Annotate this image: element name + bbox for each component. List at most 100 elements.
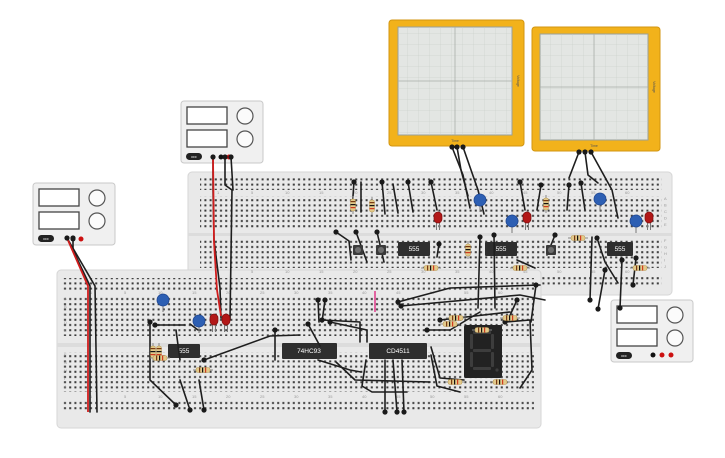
- wire-black[interactable]: [401, 359, 405, 413]
- wire-endpoint[interactable]: [538, 182, 544, 188]
- wire-endpoint[interactable]: [405, 179, 411, 185]
- wire-black[interactable]: [519, 181, 526, 211]
- resistor-band[interactable]: [205, 367, 207, 373]
- wire-endpoint[interactable]: [517, 179, 523, 185]
- wire-black[interactable]: [335, 231, 352, 261]
- capacitor[interactable]: [593, 192, 607, 211]
- led[interactable]: [209, 313, 219, 332]
- wire-endpoint[interactable]: [228, 154, 234, 160]
- wire-endpoint[interactable]: [491, 232, 497, 238]
- wire-endpoint[interactable]: [374, 229, 380, 235]
- resistor-band[interactable]: [451, 379, 453, 385]
- resistor-band[interactable]: [642, 265, 644, 271]
- push-button-cap[interactable]: [355, 247, 361, 253]
- wire-black[interactable]: [493, 234, 496, 309]
- wire-black[interactable]: [430, 354, 461, 393]
- wire-endpoint[interactable]: [152, 322, 158, 328]
- wire-endpoint[interactable]: [477, 234, 483, 240]
- wire-endpoint[interactable]: [173, 402, 179, 408]
- resistor-band[interactable]: [465, 249, 471, 251]
- resistor-band[interactable]: [543, 200, 549, 202]
- wire-black[interactable]: [566, 184, 570, 211]
- resistor-band[interactable]: [199, 367, 201, 373]
- wire-endpoint[interactable]: [436, 241, 442, 247]
- resistor-band[interactable]: [509, 315, 511, 321]
- wire-black[interactable]: [72, 237, 91, 413]
- resistor-band[interactable]: [506, 315, 508, 321]
- wire-endpoint[interactable]: [454, 144, 460, 150]
- wire-black[interactable]: [430, 181, 438, 211]
- wires[interactable]: [64, 144, 639, 415]
- wire-black[interactable]: [536, 184, 542, 211]
- resistor-band[interactable]: [150, 351, 156, 353]
- resistor-band[interactable]: [156, 354, 162, 356]
- wire-black[interactable]: [224, 156, 233, 321]
- resistor[interactable]: [193, 367, 213, 373]
- resistor[interactable]: [568, 235, 588, 241]
- wire-endpoint[interactable]: [379, 179, 385, 185]
- resistor-band[interactable]: [543, 206, 549, 208]
- resistor-band[interactable]: [369, 208, 375, 210]
- led-body[interactable]: [209, 313, 219, 326]
- wire-black[interactable]: [317, 299, 320, 323]
- oscilloscope-2[interactable]: Time Voltage: [531, 26, 661, 152]
- wire-black[interactable]: [632, 257, 637, 286]
- wire-endpoint[interactable]: [449, 144, 455, 150]
- wire-endpoint[interactable]: [595, 306, 601, 312]
- wire-endpoint[interactable]: [395, 299, 401, 305]
- led[interactable]: [522, 211, 532, 230]
- resistor-band[interactable]: [156, 355, 158, 361]
- wire-endpoint[interactable]: [602, 267, 608, 273]
- wire-black[interactable]: [619, 259, 623, 309]
- wire-endpoint[interactable]: [333, 229, 339, 235]
- resistor-band[interactable]: [519, 265, 521, 271]
- resistor-band[interactable]: [202, 367, 204, 373]
- wire-black[interactable]: [477, 236, 481, 309]
- wire-black[interactable]: [407, 181, 414, 213]
- resistor-band[interactable]: [162, 355, 164, 361]
- wire-endpoint[interactable]: [322, 297, 328, 303]
- resistor-band[interactable]: [454, 379, 456, 385]
- wire-black[interactable]: [397, 284, 541, 303]
- wire-endpoint[interactable]: [576, 149, 582, 155]
- resistor-band[interactable]: [465, 246, 471, 248]
- wire-endpoint[interactable]: [428, 179, 434, 185]
- resistor-band[interactable]: [350, 201, 356, 203]
- power-switch[interactable]: [38, 235, 54, 242]
- wire-endpoint[interactable]: [64, 235, 70, 241]
- seven-segment-display[interactable]: 8: [464, 325, 502, 378]
- resistor-band[interactable]: [369, 205, 375, 207]
- wire-black[interactable]: [175, 329, 181, 361]
- resistor-band[interactable]: [543, 203, 549, 205]
- capacitor-body[interactable]: [593, 192, 607, 206]
- resistor-band[interactable]: [433, 265, 435, 271]
- wire-endpoint[interactable]: [587, 297, 593, 303]
- wire-endpoint[interactable]: [401, 409, 407, 415]
- led[interactable]: [644, 211, 654, 230]
- ic-555-a[interactable]: 555: [168, 344, 200, 358]
- wire-endpoint[interactable]: [460, 144, 466, 150]
- wire-endpoint[interactable]: [319, 317, 325, 323]
- wire-endpoint[interactable]: [437, 317, 443, 323]
- resistor-band[interactable]: [458, 315, 460, 321]
- resistor-band[interactable]: [481, 327, 483, 333]
- resistor-band[interactable]: [574, 235, 576, 241]
- resistor-band[interactable]: [502, 379, 504, 385]
- wire-black[interactable]: [568, 151, 580, 179]
- ic-555-b[interactable]: 555: [398, 242, 430, 256]
- wire-endpoint[interactable]: [222, 154, 228, 160]
- wire-red[interactable]: [66, 237, 89, 412]
- capacitor-body[interactable]: [505, 214, 519, 228]
- push-button[interactable]: [376, 245, 386, 255]
- led-body[interactable]: [433, 211, 443, 224]
- wire-endpoint[interactable]: [147, 319, 153, 325]
- push-button-cap[interactable]: [548, 247, 554, 253]
- wire-black[interactable]: [381, 181, 386, 215]
- wire-endpoint[interactable]: [582, 149, 588, 155]
- wire-endpoint[interactable]: [594, 235, 600, 241]
- wire-black[interactable]: [426, 311, 481, 331]
- resistor-band[interactable]: [465, 252, 471, 254]
- wire-black[interactable]: [580, 182, 586, 211]
- wire-black[interactable]: [589, 236, 593, 301]
